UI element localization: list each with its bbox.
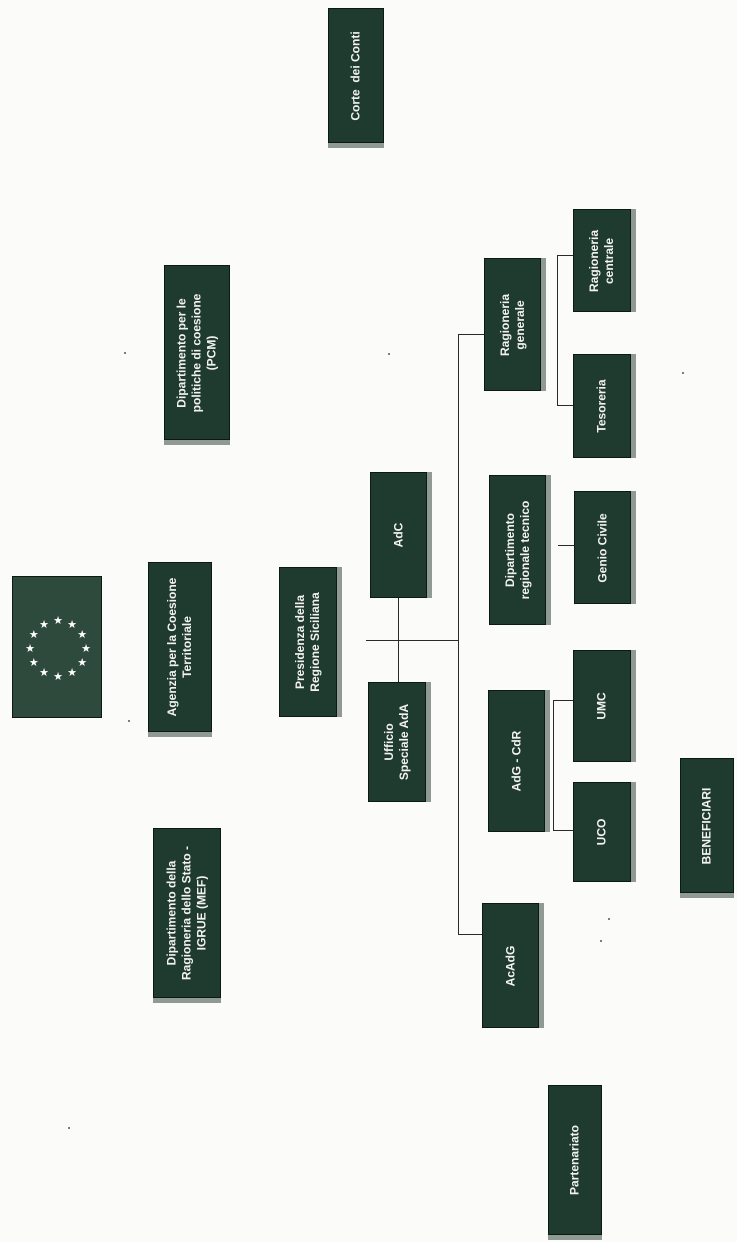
box-dipartimento-tecnico: Dipartimento regionale tecnico	[489, 475, 546, 625]
scan-speck	[388, 353, 390, 355]
box-adg-cdr: AdG - CdR	[488, 690, 545, 832]
label-ragioneria-generale: Ragioneria generale	[497, 293, 527, 356]
connector-main-spine	[458, 334, 459, 934]
connector-to-genio-civile	[558, 545, 574, 546]
eu-flag-icon: ★★★★★★★★★★★★	[12, 576, 102, 718]
eu-star-icon: ★	[53, 614, 63, 627]
scan-speck	[128, 720, 130, 722]
box-corte-dei-conti: Corte dei Conti	[328, 8, 384, 143]
box-presidenza: Presidenza della Regione Siciliana	[279, 567, 337, 717]
box-tesoreria: Tesoreria	[573, 354, 631, 458]
eu-star-icon: ★	[67, 666, 77, 679]
box-umc: UMC	[573, 650, 631, 762]
label-ragioneria-centrale: Ragioneria centrale	[587, 229, 616, 292]
box-uco: UCO	[573, 782, 631, 882]
connector-to-umc	[553, 700, 573, 701]
connector-to-uco	[553, 830, 573, 831]
eu-star-icon: ★	[67, 618, 77, 631]
connector-adg-branch	[553, 700, 554, 830]
box-ufficio-ada: Ufficio Speciale AdA	[368, 682, 426, 802]
label-tesoreria: Tesoreria	[594, 379, 609, 433]
label-acadg: AcAdG	[503, 945, 517, 986]
label-uco: UCO	[594, 818, 609, 846]
label-agenzia-coesione: Agenzia per la Coesione Territoriale	[165, 577, 194, 717]
eu-star-icon: ★	[39, 666, 49, 679]
box-ragioneria-stato: Dipartimento della Ragioneria dello Stat…	[153, 828, 221, 998]
label-ufficio-ada: Ufficio Speciale AdA	[382, 703, 411, 781]
label-beneficiari: BENEFICIARI	[699, 787, 714, 864]
eu-star-icon: ★	[29, 628, 39, 641]
eu-stars: ★★★★★★★★★★★★	[25, 614, 91, 683]
connector-to-ragioneria-centrale	[557, 255, 573, 256]
label-adg-cdr: AdG - CdR	[509, 730, 523, 792]
box-genio-civile: Genio Civile	[574, 491, 631, 604]
label-ragioneria-stato: Dipartimento della Ragioneria dello Stat…	[164, 845, 209, 981]
label-presidenza: Presidenza della Regione Siciliana	[293, 592, 322, 692]
scan-speck	[608, 918, 610, 920]
eu-star-icon: ★	[77, 656, 87, 669]
box-adc: AdC	[370, 472, 427, 598]
label-dipartimento-tecnico: Dipartimento regionale tecnico	[502, 500, 532, 600]
connector-to-ragioneria	[458, 334, 484, 335]
scan-speck	[68, 1127, 70, 1129]
eu-star-icon: ★	[39, 618, 49, 631]
eu-star-icon: ★	[81, 642, 91, 655]
box-acadg: AcAdG	[482, 903, 539, 1028]
scan-speck	[600, 940, 602, 942]
box-beneficiari: BENEFICIARI	[680, 758, 734, 893]
connector-presidenza-trunk	[366, 640, 458, 641]
eu-star-icon: ★	[29, 656, 39, 669]
scan-speck	[682, 372, 684, 374]
connector-to-tesoreria	[557, 405, 573, 406]
box-partenariato: Partenariato	[548, 1085, 602, 1235]
connector-to-acadg	[458, 934, 482, 935]
label-genio-civile: Genio Civile	[595, 512, 609, 583]
connector-adc-ada-vertical	[398, 598, 399, 682]
box-dipartimento-coesione: Dipartimento per le politiche di coesion…	[164, 265, 230, 440]
label-dipartimento-coesione: Dipartimento per le politiche di coesion…	[174, 293, 219, 412]
label-partenariato: Partenariato	[567, 1124, 582, 1196]
eu-star-icon: ★	[77, 628, 87, 641]
box-ragioneria-generale: Ragioneria generale	[484, 258, 541, 391]
label-corte-dei-conti: Corte dei Conti	[348, 30, 363, 121]
label-adc: AdC	[391, 522, 405, 548]
connector-ragioneria-branch	[557, 255, 558, 405]
label-umc: UMC	[594, 692, 609, 720]
eu-star-icon: ★	[25, 642, 35, 655]
box-agenzia-coesione: Agenzia per la Coesione Territoriale	[148, 562, 212, 732]
eu-star-icon: ★	[53, 670, 63, 683]
box-ragioneria-centrale: Ragioneria centrale	[573, 209, 631, 312]
scan-speck	[124, 352, 126, 354]
